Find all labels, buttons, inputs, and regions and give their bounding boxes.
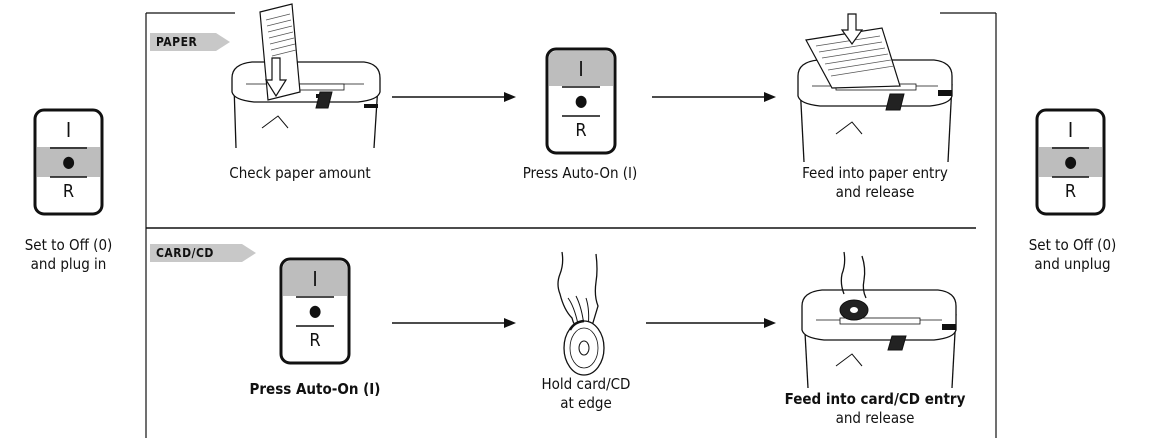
switch-bottom-label: R xyxy=(62,181,75,202)
switch-top-label: I xyxy=(1067,118,1074,142)
card-tag: CARD/CD xyxy=(150,244,266,262)
card-step3-caption: Feed into card/CD entry and release xyxy=(784,390,966,427)
switch-top-label: I xyxy=(65,118,72,142)
right-caption: Set to Off (0) and unplug xyxy=(1028,236,1117,273)
switch-mid-dot: ● xyxy=(574,91,588,110)
switch-top-label: I xyxy=(312,267,318,291)
card-step2-caption: Hold card/CD at edge xyxy=(541,375,631,412)
switch-bottom-label: R xyxy=(1064,181,1077,202)
arrow-card-1 xyxy=(392,318,516,328)
arrow-paper-2 xyxy=(652,92,776,102)
shredder-paper-feed-illustration xyxy=(797,13,953,163)
paper-step2-caption: Press Auto-On (I) xyxy=(522,164,638,182)
paper-tag: PAPER xyxy=(150,33,236,51)
arrow-card-2 xyxy=(646,318,776,328)
left-caption: Set to Off (0) and plug in xyxy=(24,236,113,273)
switch-mid-dot: ● xyxy=(62,152,75,171)
card-step1-caption: Press Auto-On (I) xyxy=(249,380,381,398)
switch-right: I ● R xyxy=(1034,107,1107,217)
switch-bottom-label: R xyxy=(309,330,321,351)
switch-bottom-label: R xyxy=(575,120,587,141)
shredder-cd-feed-illustration xyxy=(801,251,957,389)
switch-mid-dot: ● xyxy=(308,301,322,320)
switch-card-on: I ● R xyxy=(278,256,352,366)
paper-step1-caption: Check paper amount xyxy=(229,164,371,182)
hand-holding-cd-illustration xyxy=(557,251,605,376)
switch-left: I ● R xyxy=(32,107,105,217)
paper-step3-caption: Feed into paper entry and release xyxy=(802,164,948,201)
switch-top-label: I xyxy=(578,57,584,81)
shredder-paper-check-illustration xyxy=(231,3,381,149)
switch-mid-dot: ● xyxy=(1064,152,1077,171)
arrow-paper-1 xyxy=(392,92,516,102)
switch-paper-on: I ● R xyxy=(544,46,618,156)
